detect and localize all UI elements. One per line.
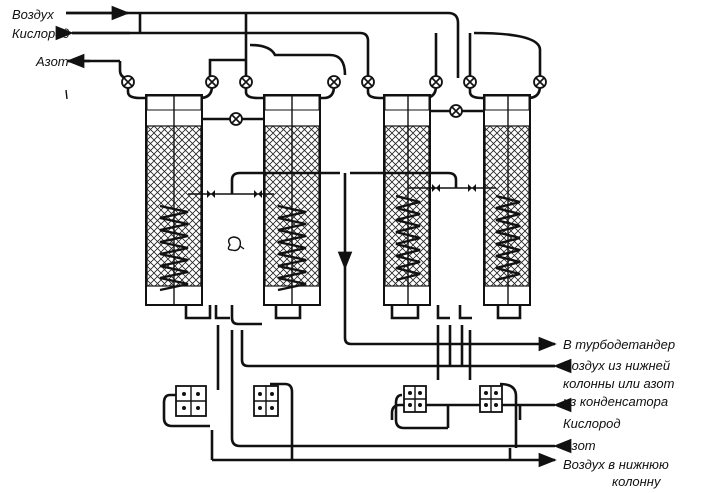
switch-valve-boxes — [175, 385, 503, 417]
switch-box-4 — [479, 385, 503, 413]
valve-icon — [361, 75, 375, 89]
valve-icon — [121, 75, 135, 89]
valve-icon — [463, 75, 477, 89]
label-vozdukh-v-1: Воздух в нижнюю — [563, 457, 669, 472]
valve-icon — [239, 75, 253, 89]
tick-mark — [65, 89, 68, 100]
label-kislorod-bottom: Кислород — [563, 416, 621, 431]
switch-box-3 — [403, 385, 427, 413]
label-azot-bottom: Азот — [562, 438, 596, 453]
label-vozdukh-iz-1: Воздух из нижней — [563, 358, 670, 373]
regenerator-3 — [383, 94, 431, 306]
switch-box-1 — [175, 385, 207, 417]
label-vozdukh-iz-3: из конденсатора — [563, 394, 668, 409]
top-headers — [55, 5, 542, 80]
valve-icons — [121, 75, 547, 126]
valve-icon — [429, 75, 443, 89]
label-turbodetander: В турбодетандер — [563, 337, 675, 352]
coil-feed-lines — [188, 171, 496, 270]
switch-box-2 — [253, 385, 279, 417]
label-vozdukh-iz-2: колонны или азот — [563, 376, 675, 391]
valve-icon — [327, 75, 341, 89]
label-vozdukh-top: Воздух — [12, 7, 54, 22]
regenerator-4 — [483, 94, 531, 306]
valve-icon — [229, 112, 243, 126]
label-azot-top: Азот — [35, 54, 69, 69]
regenerator-2 — [263, 94, 321, 306]
valve-icon — [205, 75, 219, 89]
label-kislorod-top: Кислород — [12, 26, 70, 41]
bottom-piping — [162, 268, 572, 468]
regenerator-1 — [145, 94, 203, 306]
label-vozdukh-v-2: колонну — [612, 474, 662, 489]
valve-icon — [449, 104, 463, 118]
valve-icon — [533, 75, 547, 89]
